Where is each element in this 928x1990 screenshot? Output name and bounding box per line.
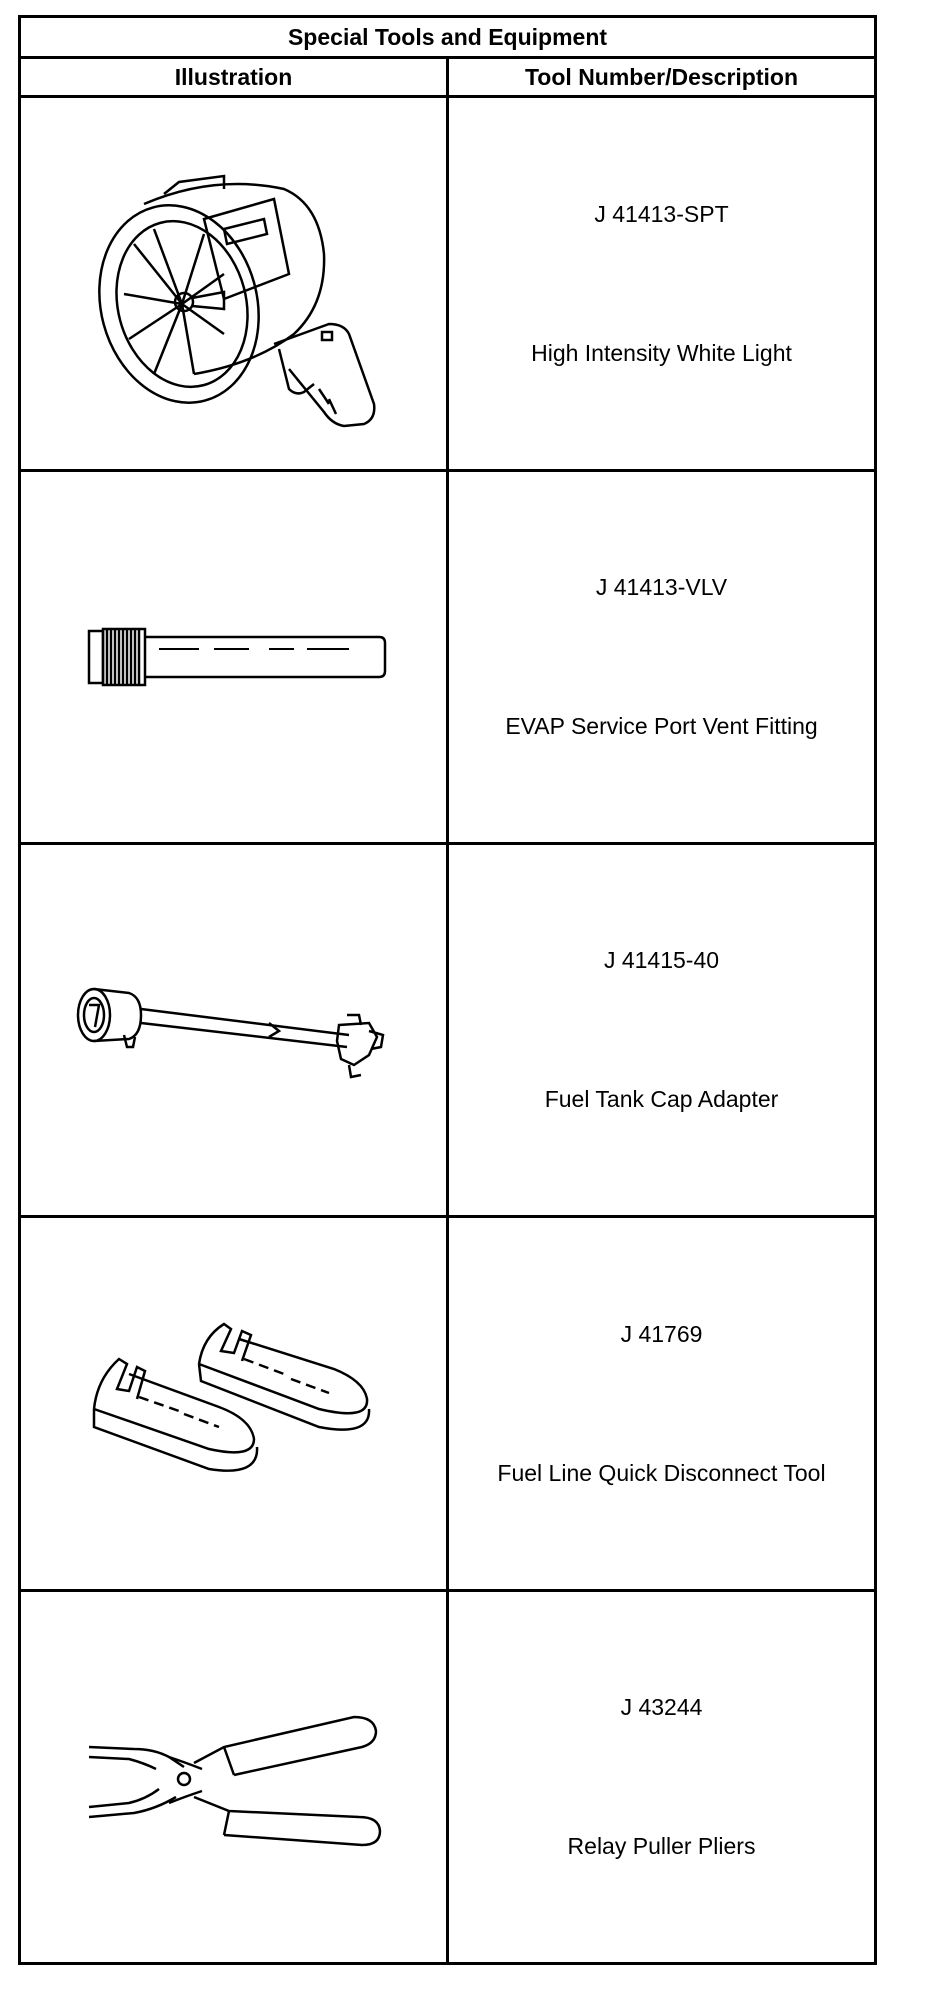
illustration-cell — [18, 1215, 449, 1592]
illustration-cell — [18, 1588, 449, 1966]
table-row: J 41415-40 Fuel Tank Cap Adapter — [18, 842, 877, 1219]
tool-cell: J 41769 Fuel Line Quick Disconnect Tool — [446, 1215, 877, 1592]
tool-cell: J 41415-40 Fuel Tank Cap Adapter — [446, 842, 877, 1219]
tool-description: Fuel Line Quick Disconnect Tool — [497, 1459, 826, 1486]
tool-description: Relay Puller Pliers — [567, 1832, 756, 1859]
tool-number: J 43244 — [620, 1693, 703, 1720]
tool-number: J 41413-SPT — [594, 200, 729, 227]
special-tools-table: Special Tools and Equipment Illustration… — [18, 14, 877, 1966]
tool-cell: J 41413-VLV EVAP Service Port Vent Fitti… — [446, 468, 877, 846]
tool-number: J 41413-VLV — [595, 573, 728, 600]
illustration-cell — [18, 468, 449, 846]
header-illustration: Illustration — [18, 56, 449, 99]
illustration-cell — [18, 95, 449, 472]
tool-number: J 41769 — [620, 1320, 703, 1347]
disconnect-tool-icon — [92, 1322, 370, 1472]
tool-description: EVAP Service Port Vent Fitting — [505, 712, 818, 739]
illustration-cell — [18, 842, 449, 1219]
table-row: J 41769 Fuel Line Quick Disconnect Tool — [18, 1215, 877, 1592]
pliers-icon — [88, 1715, 381, 1847]
vent-fitting-icon — [87, 627, 386, 687]
table-row: J 43244 Relay Puller Pliers — [18, 1588, 877, 1966]
spotlight-icon — [97, 174, 376, 427]
cap-adapter-icon — [76, 987, 384, 1079]
tool-description: High Intensity White Light — [531, 339, 792, 366]
table-row: J 41413-VLV EVAP Service Port Vent Fitti… — [18, 468, 877, 846]
table-row: J 41413-SPT High Intensity White Light — [18, 95, 877, 472]
header-tool-number: Tool Number/Description — [446, 56, 877, 99]
table-title: Special Tools and Equipment — [18, 14, 877, 60]
tool-cell: J 41413-SPT High Intensity White Light — [446, 95, 877, 472]
tool-description: Fuel Tank Cap Adapter — [544, 1086, 779, 1113]
tool-cell: J 43244 Relay Puller Pliers — [446, 1588, 877, 1966]
tool-number: J 41415-40 — [603, 947, 720, 974]
